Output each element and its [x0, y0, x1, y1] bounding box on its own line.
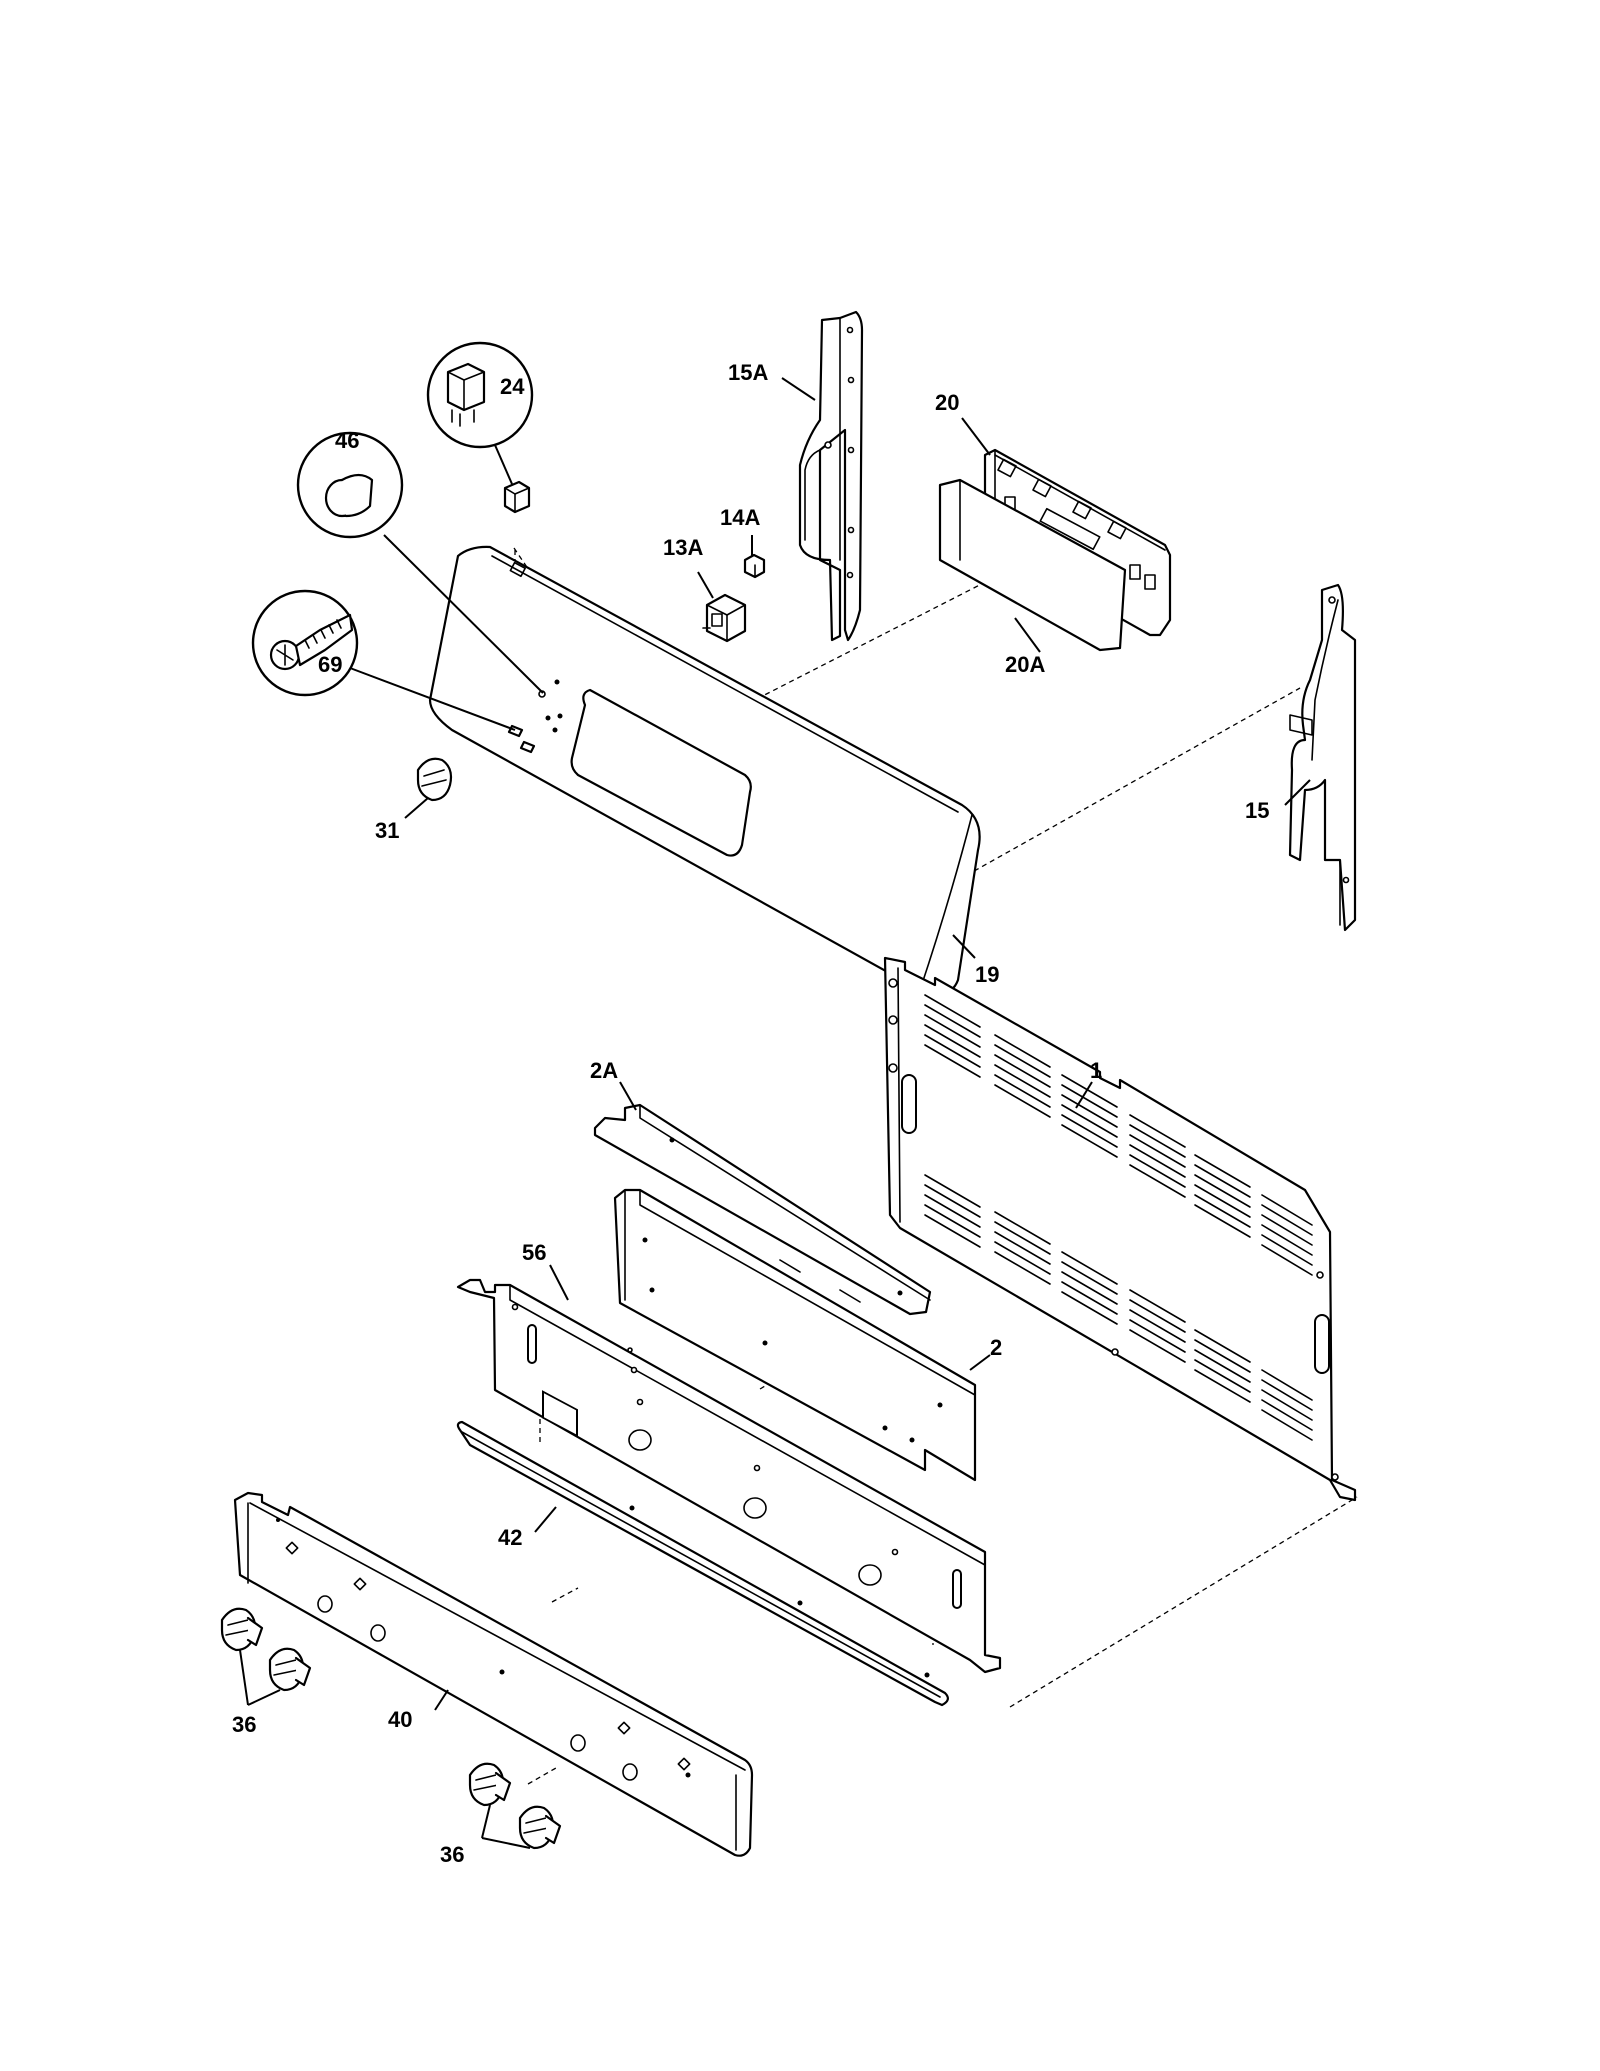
- trim-2A: [593, 1103, 932, 1316]
- callout-13A: 13A: [663, 535, 703, 560]
- callout-40: 40: [388, 1707, 412, 1732]
- callout-20A: 20A: [1005, 652, 1045, 677]
- callout-labels: 24 46 69 31 13A 14A 15A 20 20A 15 19 1 2…: [232, 360, 1269, 1867]
- side-bracket-15A: [798, 310, 864, 642]
- callout-1: 1: [1090, 1058, 1102, 1083]
- bubble-69: [251, 589, 359, 697]
- knob-36-a: [220, 1607, 264, 1652]
- manifold-cover-40: [233, 1491, 754, 1857]
- callout-24: 24: [500, 374, 525, 399]
- callout-36-left: 36: [232, 1712, 256, 1737]
- rocker-switch-24: [503, 480, 531, 514]
- knob-31: [416, 757, 453, 802]
- callout-2A: 2A: [590, 1058, 618, 1083]
- callout-42: 42: [498, 1525, 522, 1550]
- callout-15: 15: [1245, 798, 1269, 823]
- leader-lines: [239, 377, 1311, 1849]
- callout-14A: 14A: [720, 505, 760, 530]
- knob-36-c: [468, 1762, 512, 1807]
- indicator-light-14A: [743, 553, 766, 579]
- control-panel-19: [428, 545, 981, 994]
- knob-36-b: [268, 1647, 312, 1692]
- callout-56: 56: [522, 1240, 546, 1265]
- callout-69: 69: [318, 652, 342, 677]
- bubble-46: [296, 431, 404, 539]
- infinite-switch-13A: [702, 593, 747, 643]
- louvers-lower: [924, 1174, 1313, 1441]
- callout-46: 46: [335, 428, 359, 453]
- louvers-upper: [924, 994, 1313, 1276]
- callout-19: 19: [975, 962, 999, 987]
- rear-shield-2: [613, 1188, 977, 1482]
- callout-2: 2: [990, 1335, 1002, 1360]
- callout-15A: 15A: [728, 360, 768, 385]
- bubble-24: [426, 341, 534, 449]
- overlay-20A: [938, 478, 1127, 652]
- callout-31: 31: [375, 818, 399, 843]
- trim-strip-42: [456, 1420, 949, 1707]
- callout-20: 20: [935, 390, 959, 415]
- knob-36-d: [518, 1805, 562, 1850]
- callout-36-right: 36: [440, 1842, 464, 1867]
- end-cap-15: [1288, 583, 1357, 932]
- back-panel-1: [883, 956, 1357, 1502]
- manifold-panel-56: [456, 1278, 1002, 1674]
